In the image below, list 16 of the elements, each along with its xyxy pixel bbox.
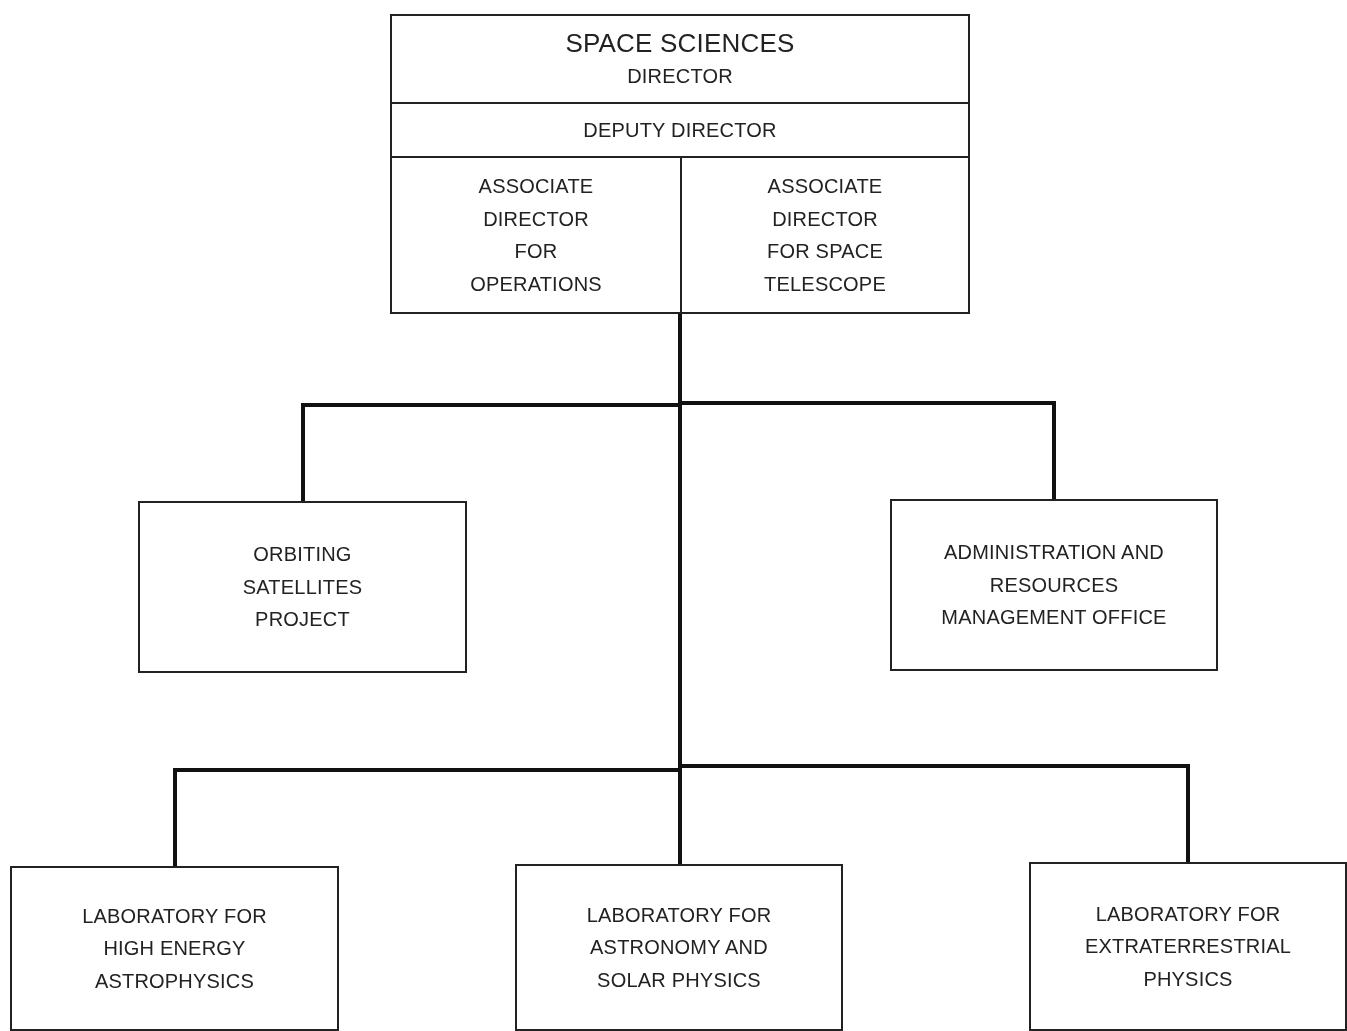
org-box — [10, 866, 339, 1031]
org-box — [1029, 862, 1347, 1031]
org-block-box — [390, 14, 970, 314]
unit-label: ADMINISTRATION AND RESOURCES MANAGEMENT OFFICE — [940, 540, 1168, 631]
unit-label: LABORATORY FOR EXTRATERRESTRIAL PHYSICS — [1083, 901, 1293, 992]
unit-label: ORBITING SATELLITES PROJECT — [242, 542, 363, 633]
org-box — [515, 864, 843, 1031]
org-box — [138, 501, 467, 673]
org-box — [890, 499, 1218, 671]
unit-label: LABORATORY FOR HIGH ENERGY ASTROPHYSICS — [81, 903, 268, 994]
unit-label: ASSOCIATE DIRECTOR FOR OPERATIONS — [470, 174, 602, 297]
unit-title: SPACE SCIENCES — [565, 26, 795, 60]
unit-label: DEPUTY DIRECTOR — [583, 117, 777, 143]
unit-label: DIRECTOR — [627, 63, 733, 89]
unit-label: LABORATORY FOR ASTRONOMY AND SOLAR PHYSICS — [585, 902, 773, 993]
unit-label: ASSOCIATE DIRECTOR FOR SPACE TELESCOPE — [763, 174, 887, 297]
